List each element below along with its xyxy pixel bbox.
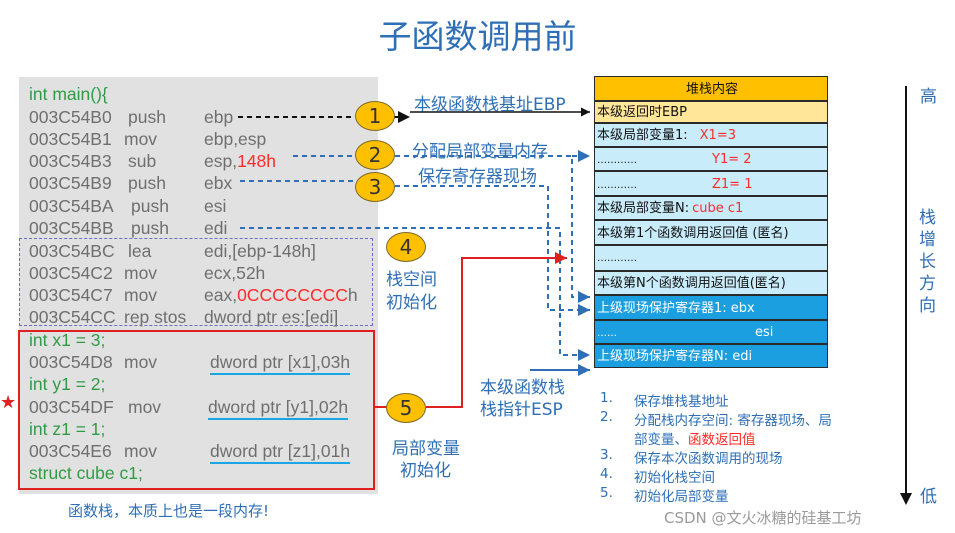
annotation-stack-init-2: 初始化 — [386, 293, 437, 313]
arrow-local-init-to-stack — [426, 252, 567, 408]
axis-low-label: 低 — [920, 487, 937, 507]
code-op: mov — [128, 397, 162, 417]
annotation-save-regs: 保存寄存器现场 — [418, 167, 537, 187]
code-arg: ebp — [204, 107, 234, 127]
step-num: 4. — [600, 466, 613, 482]
code-op: push — [131, 218, 169, 238]
step-marker-1: 1 — [355, 101, 395, 131]
code-op: push — [131, 196, 169, 216]
stack-reg-n: 上级现场保护寄存器N: edi — [594, 344, 828, 368]
code-arg: dword ptr es:[edi] — [204, 307, 339, 327]
code-op: lea — [128, 241, 152, 261]
code-op: mov — [124, 129, 158, 149]
source-line: struct cube c1; — [29, 463, 143, 483]
step-marker-5: 5 — [386, 393, 426, 423]
code-line: 003C54B3 — [29, 151, 112, 171]
code-arg: eax,0CCCCCCCCh — [204, 285, 358, 305]
step-num: 1. — [600, 390, 613, 406]
growth-axis-arrowhead — [900, 493, 912, 505]
axis-direction-label: 栈 增 长 方 向 — [919, 208, 936, 316]
code-arg: esp,148h — [204, 151, 277, 171]
code-line: 003C54CC — [29, 307, 116, 327]
step-text: 初始化局部变量 — [634, 489, 729, 505]
code-arg: esi — [204, 196, 227, 216]
source-line: int z1 = 1; — [29, 419, 106, 439]
stack-init-box — [19, 238, 373, 326]
code-op: mov — [124, 441, 158, 461]
annotation-local-init-1: 局部变量 — [392, 439, 460, 459]
stack-ret-value-1: 本级第1个函数调用返回值 (匿名) — [594, 220, 828, 245]
stack-local-1: 本级局部变量1:X1=3 — [594, 123, 828, 147]
step-text: 分配栈内存空间: 寄存器现场、局 — [634, 413, 832, 429]
step-text: 保存堆栈基地址 — [634, 394, 729, 410]
stack-ret-ebp: 本级返回时EBP — [594, 101, 828, 123]
stack-ret-value-dots: ………… — [594, 245, 828, 271]
step-num: 5. — [600, 485, 613, 501]
stack-local-2: …………Y1= 2 — [594, 147, 828, 171]
code-header: int main(){ — [29, 84, 108, 104]
diagram-title: 子函数调用前 — [378, 17, 577, 56]
arrow-push-edi — [240, 227, 590, 361]
code-line: 003C54B1 — [29, 129, 112, 149]
code-arg: edi,[ebp-148h] — [204, 241, 316, 261]
annotation-local-init-2: 初始化 — [400, 461, 451, 481]
code-line: 003C54BB — [29, 218, 114, 238]
code-line: 003C54DF — [29, 397, 114, 417]
source-line: int x1 = 3; — [29, 330, 106, 350]
arrow-save-regs — [395, 185, 590, 316]
step-num: 2. — [600, 409, 613, 425]
code-line: 003C54D8 — [29, 352, 113, 372]
step-text: 初始化栈空间 — [634, 470, 715, 486]
footer-note: 函数栈，本质上也是一段内存! — [68, 502, 270, 520]
code-line: 003C54C2 — [29, 263, 113, 283]
step-text: 保存本次函数调用的现场 — [634, 451, 783, 467]
stack-header: 堆栈内容 — [594, 76, 828, 101]
code-line: 003C54E6 — [29, 441, 112, 461]
code-line: 003C54C7 — [29, 285, 113, 305]
stack-ret-value-n: 本级第N个函数调用返回值(匿名) — [594, 271, 828, 295]
code-line: 003C54B9 — [29, 173, 112, 193]
annotation-esp-2: 栈指针ESP — [480, 400, 563, 420]
arrow-alloc — [395, 155, 590, 303]
source-line: int y1 = 2; — [29, 374, 106, 394]
step-marker-2: 2 — [355, 140, 395, 170]
annotation-esp-1: 本级函数栈 — [480, 378, 565, 398]
annotation-alloc: 分配局部变量内存 — [412, 142, 548, 162]
code-op: push — [128, 173, 166, 193]
code-arg: dword ptr [x1],03h — [210, 352, 351, 375]
code-op: sub — [128, 151, 157, 171]
watermark: CSDN @文火冰糖的硅基工坊 — [664, 509, 862, 527]
axis-high-label: 高 — [920, 87, 937, 107]
stack-reg-1: 上级现场保护寄存器1: ebx — [594, 295, 828, 320]
code-op: push — [128, 107, 166, 127]
annotation-ebp: 本级函数栈基址EBP — [414, 95, 566, 115]
code-arg: ecx,52h — [204, 263, 266, 283]
step-text: 部变量、函数返回值 — [634, 432, 756, 448]
step-num: 3. — [600, 447, 613, 463]
code-arg: edi — [204, 218, 228, 238]
code-arg: ebp,esp — [204, 129, 267, 149]
code-line: 003C54BA — [29, 196, 114, 216]
code-op: mov — [124, 285, 158, 305]
star-icon: ★ — [0, 392, 17, 413]
code-arg: dword ptr [y1],02h — [208, 397, 349, 420]
code-op: rep stos — [124, 307, 187, 327]
annotation-stack-init-1: 栈空间 — [386, 270, 437, 290]
step-marker-3: 3 — [355, 172, 395, 202]
stack-local-3: …………Z1= 1 — [594, 171, 828, 196]
step-marker-4: 4 — [386, 232, 426, 262]
local-init-box — [18, 330, 375, 490]
code-line: 003C54BC — [29, 241, 115, 261]
stack-reg-dots: ……esi — [594, 320, 828, 344]
code-op: mov — [124, 352, 158, 372]
code-panel — [19, 77, 378, 494]
code-arg: dword ptr [z1],01h — [210, 441, 351, 464]
code-line: 003C54B0 — [29, 107, 112, 127]
code-op: mov — [124, 263, 158, 283]
stack-local-n: 本级局部变量N:cube c1 — [594, 196, 828, 220]
code-arg: ebx — [204, 173, 233, 193]
